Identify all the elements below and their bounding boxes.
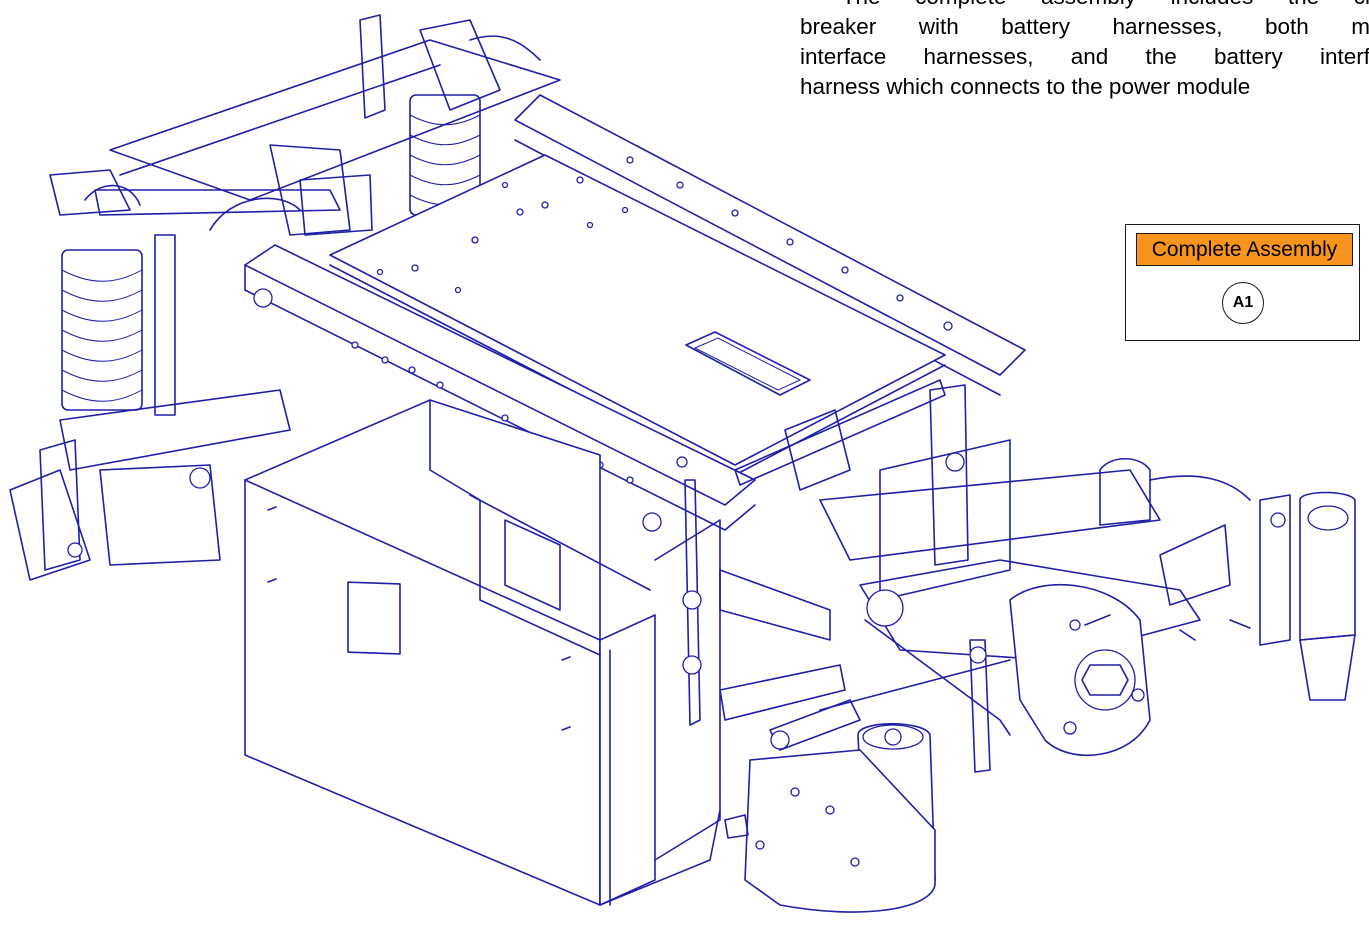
- note-line-3: interface harnesses, and the battery int…: [800, 44, 1369, 69]
- assembly-note: - The complete assembly includes the ci …: [800, 0, 1369, 102]
- left-coil-spring: [61, 249, 143, 411]
- drive-motor: [1009, 583, 1151, 757]
- left-suspension: [9, 14, 561, 581]
- callout-header: Complete Assembly: [1136, 233, 1353, 266]
- seat-mount-plate: [329, 154, 946, 476]
- note-line-2: breaker with battery harnesses, both m: [800, 14, 1369, 39]
- note-line-4: harness which connects to the power modu…: [800, 74, 1251, 99]
- complete-assembly-callout: Complete Assembly A1: [1125, 224, 1360, 341]
- note-line-1: - The complete assembly includes the ci: [800, 0, 1369, 12]
- center-brackets: [682, 379, 1011, 726]
- battery-box: [244, 399, 721, 906]
- front-caster-housing: [744, 722, 936, 913]
- item-label-badge[interactable]: A1: [1222, 282, 1264, 324]
- front-suspension: [724, 458, 1356, 913]
